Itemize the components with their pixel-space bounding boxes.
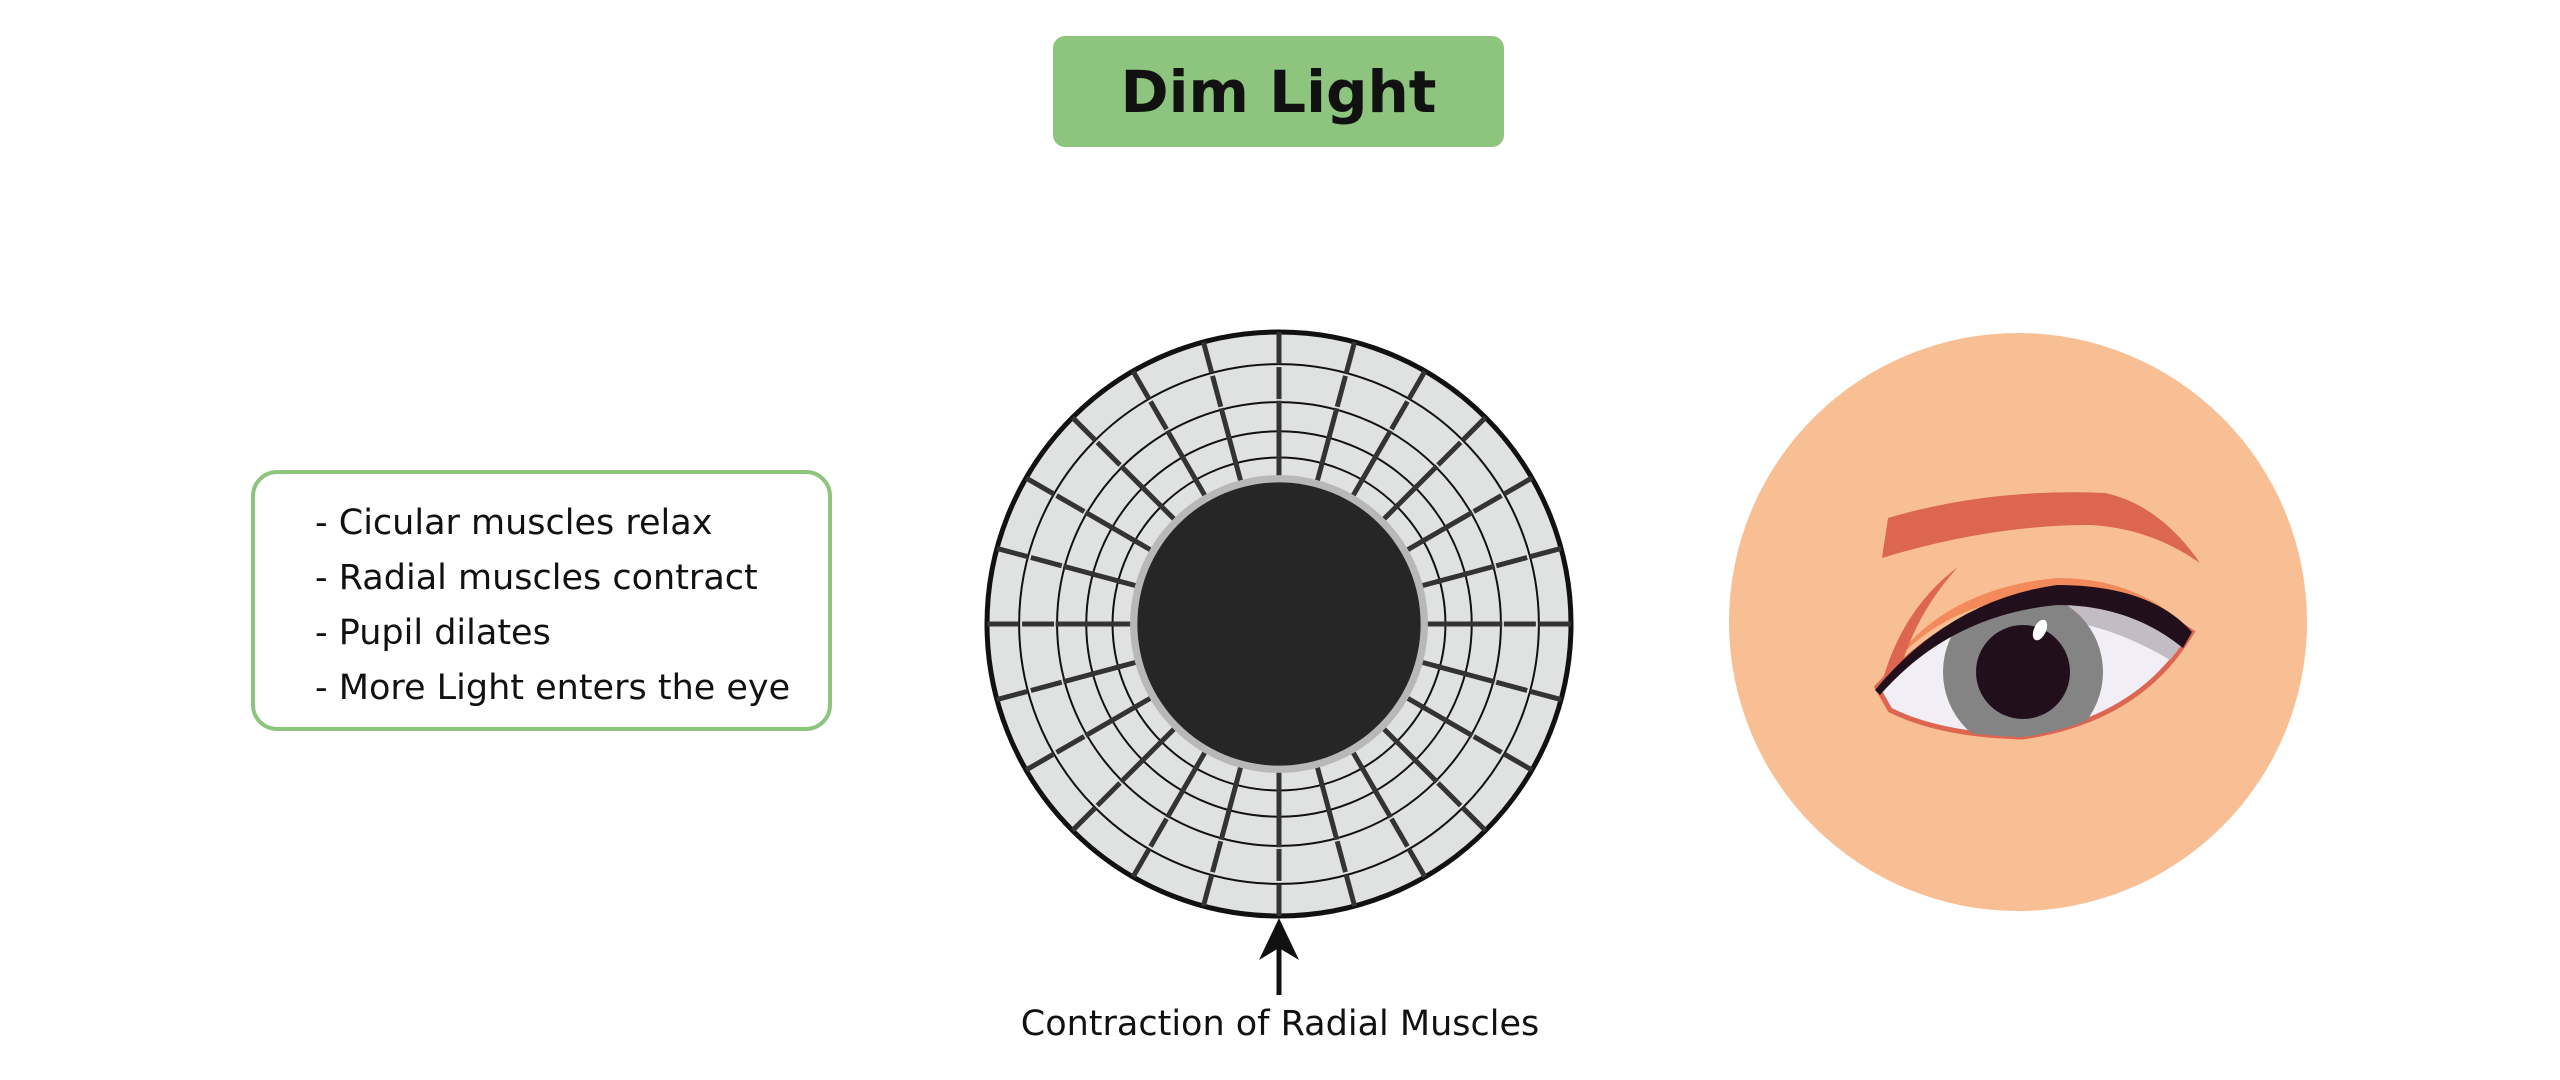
radial-muscle-tick	[1502, 751, 1534, 773]
note-item: - Pupil dilates	[315, 613, 551, 653]
radial-muscle-tick	[1070, 415, 1097, 442]
radial-muscle-tick	[1210, 375, 1224, 408]
radial-muscle-tick	[1139, 484, 1165, 510]
radial-muscle-tick	[1084, 717, 1115, 738]
radial-muscle-tick	[1437, 571, 1468, 584]
radial-muscle-tick	[1024, 475, 1056, 497]
radial-muscle-tick	[1062, 671, 1095, 685]
radial-muscle-tick	[1495, 555, 1528, 569]
radial-muscle-tick	[1406, 369, 1428, 401]
note-item: - Cicular muscles relax	[315, 503, 713, 543]
radial-muscle-tick	[1420, 704, 1449, 724]
radial-muscle-tick	[1406, 847, 1428, 879]
radial-muscle-tick	[1165, 788, 1186, 819]
radial-muscle-tick	[1372, 429, 1393, 460]
radial-muscle-tick	[1210, 840, 1224, 873]
eye-pupil	[1976, 625, 2070, 719]
radial-muscle-tick	[1359, 765, 1379, 794]
radial-muscle-tick	[1502, 475, 1534, 497]
arrow-caption: Contraction of Radial Muscles	[1020, 1004, 1540, 1044]
radial-muscle-tick	[1119, 464, 1146, 491]
radial-muscle-tick	[1201, 874, 1215, 907]
radial-muscle-tick	[1218, 808, 1232, 841]
radial-muscle-tick	[1030, 679, 1063, 693]
radial-muscle-tick	[1343, 341, 1357, 374]
radial-muscle-tick	[1319, 782, 1332, 813]
radial-muscle-tick	[1436, 781, 1463, 808]
radial-muscle-tick	[996, 546, 1029, 560]
eyelash-line	[1875, 585, 2192, 695]
notes-box: - Cicular muscles relax - Radial muscles…	[251, 470, 832, 731]
radial-muscle-tick	[1084, 510, 1115, 531]
radial-muscle-tick	[1226, 782, 1239, 813]
radial-muscle-tick	[1393, 738, 1419, 764]
radial-muscle-tick	[1095, 440, 1122, 467]
radial-muscle-tick	[996, 688, 1029, 702]
circular-muscle-ring	[1018, 363, 1540, 885]
radial-muscle-tick	[1495, 679, 1528, 693]
eyebrow	[1882, 492, 2200, 563]
radial-muscle-tick	[1443, 717, 1474, 738]
radial-muscle-tick	[1024, 751, 1056, 773]
radial-muscle-tick	[1062, 563, 1095, 577]
radial-muscle-tick	[1437, 664, 1468, 677]
radial-muscle-tick	[1109, 704, 1138, 724]
radial-muscle-tick	[1389, 400, 1410, 431]
radial-muscle-tick	[1529, 546, 1562, 560]
radial-muscle-tick	[1359, 454, 1379, 483]
radial-muscle-tick	[1139, 738, 1165, 764]
iris-diagram	[984, 329, 1574, 919]
radial-muscle-tick	[1226, 435, 1239, 466]
radial-muscle-tick	[1090, 664, 1121, 677]
eye-highlight	[2032, 619, 2048, 641]
radial-muscle-tick	[1070, 806, 1097, 833]
radial-muscle-tick	[1109, 524, 1138, 544]
radial-muscle-tick	[1389, 817, 1410, 848]
eyelid-shadow	[1877, 595, 2192, 687]
radial-muscle-tick	[1130, 369, 1152, 401]
radial-muscle-tick	[1095, 781, 1122, 808]
radial-muscle-tick	[1334, 375, 1348, 408]
radial-muscle-tick	[1130, 847, 1152, 879]
title-text: Dim Light	[1120, 57, 1437, 126]
radial-muscle-tick	[1461, 415, 1488, 442]
radial-muscle-tick	[1436, 440, 1463, 467]
radial-muscle-tick	[1420, 524, 1449, 544]
radial-muscle-tick	[1343, 874, 1357, 907]
note-item: - More Light enters the eye	[315, 668, 791, 708]
radial-muscle-tick	[1372, 788, 1393, 819]
radial-muscle-tick	[1393, 484, 1419, 510]
radial-muscle-tick	[1165, 429, 1186, 460]
radial-muscle-tick	[1179, 765, 1199, 794]
arrow-head-icon	[1259, 918, 1299, 960]
radial-muscle-tick	[1148, 400, 1169, 431]
title-badge: Dim Light	[1053, 36, 1504, 147]
radial-muscle-tick	[1119, 757, 1146, 784]
radial-muscle-tick	[1030, 555, 1063, 569]
radial-muscle-tick	[1443, 510, 1474, 531]
radial-muscle-tick	[1463, 563, 1496, 577]
radial-muscle-tick	[1055, 493, 1086, 514]
radial-muscle-tick	[1472, 734, 1503, 755]
radial-muscle-tick	[1179, 454, 1199, 483]
radial-muscle-tick	[1055, 734, 1086, 755]
radial-muscle-tick	[1218, 407, 1232, 440]
radial-muscle-tick	[1461, 806, 1488, 833]
radial-muscle-tick	[1201, 341, 1215, 374]
radial-muscle-tick	[1412, 464, 1439, 491]
radial-muscle-tick	[1463, 671, 1496, 685]
radial-muscle-tick	[1319, 435, 1332, 466]
note-item: - Radial muscles contract	[315, 558, 758, 598]
radial-muscle-tick	[1472, 493, 1503, 514]
eye-illustration	[1729, 333, 2307, 911]
radial-muscle-tick	[1334, 840, 1348, 873]
arrow	[1259, 918, 1299, 995]
radial-muscle-tick	[1090, 571, 1121, 584]
radial-muscle-tick	[1148, 817, 1169, 848]
radial-muscle-tick	[1326, 407, 1340, 440]
radial-muscle-tick	[1326, 808, 1340, 841]
pupil	[1137, 482, 1421, 766]
radial-muscle-tick	[1529, 688, 1562, 702]
radial-muscle-tick	[1412, 757, 1439, 784]
